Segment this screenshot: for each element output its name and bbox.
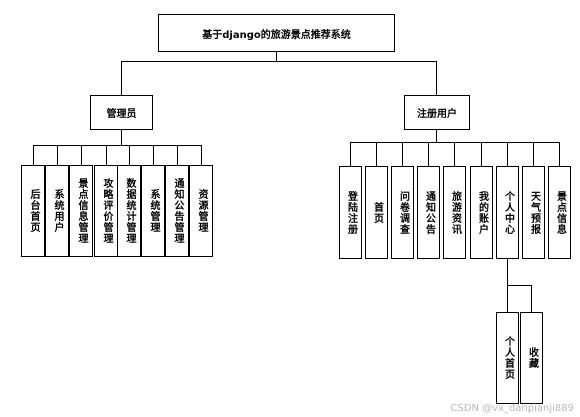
admin-module-label: 景点信息管理 bbox=[76, 178, 87, 244]
personal-center-sub-box: 收藏 bbox=[520, 312, 543, 404]
user-module-box: 天气预报 bbox=[522, 166, 545, 259]
admin-module-box: 后台首页 bbox=[21, 165, 45, 257]
admin-role-label: 管理员 bbox=[106, 109, 137, 120]
user-module-label: 问卷调查 bbox=[397, 190, 409, 235]
admin-module-box: 通知公告管理 bbox=[165, 165, 189, 257]
user-module-box: 景点信息 bbox=[548, 166, 571, 259]
admin-module-box: 系统管理 bbox=[141, 165, 165, 257]
user-module-label: 我的账户 bbox=[476, 190, 488, 235]
admin-module-label: 资源管理 bbox=[196, 189, 207, 233]
system-title: 基于django的旅游景点推荐系统 bbox=[202, 29, 351, 41]
admin-role-box: 管理员 bbox=[90, 95, 153, 130]
user-module-box: 个人中心 bbox=[496, 166, 519, 259]
user-module-label: 通知公告 bbox=[423, 190, 435, 235]
user-role-label: 注册用户 bbox=[417, 109, 457, 120]
admin-module-label: 通知公告管理 bbox=[172, 178, 183, 244]
user-module-label: 景点信息 bbox=[554, 190, 566, 235]
admin-module-box: 数据统计管理 bbox=[117, 165, 141, 257]
admin-module-box: 景点信息管理 bbox=[69, 165, 93, 257]
personal-center-sub-label: 个人首页 bbox=[502, 336, 514, 380]
user-module-box: 登陆注册 bbox=[339, 166, 362, 259]
user-role-box: 注册用户 bbox=[404, 95, 470, 130]
admin-module-box: 系统用户 bbox=[45, 165, 69, 257]
personal-center-sub-label: 收藏 bbox=[526, 347, 538, 369]
admin-module-label: 系统用户 bbox=[52, 189, 63, 233]
user-module-box: 问卷调查 bbox=[391, 166, 414, 259]
admin-module-box: 资源管理 bbox=[189, 165, 213, 257]
user-module-box: 通知公告 bbox=[417, 166, 440, 259]
admin-module-box: 攻略评价管理 bbox=[94, 165, 118, 257]
admin-module-label: 数据统计管理 bbox=[124, 178, 135, 244]
user-module-box: 我的账户 bbox=[470, 166, 493, 259]
user-module-label: 旅游资讯 bbox=[449, 190, 461, 235]
csdn-watermark: CSDN @vx_danpianji889 bbox=[450, 403, 574, 414]
user-module-label: 首页 bbox=[371, 201, 383, 224]
user-module-label: 天气预报 bbox=[528, 190, 540, 235]
system-title-box: 基于django的旅游景点推荐系统 bbox=[158, 14, 395, 52]
user-module-label: 个人中心 bbox=[502, 190, 514, 235]
admin-module-label: 攻略评价管理 bbox=[101, 178, 112, 244]
admin-module-label: 后台首页 bbox=[28, 189, 39, 233]
admin-module-label: 系统管理 bbox=[148, 189, 159, 233]
user-module-label: 登陆注册 bbox=[345, 190, 357, 235]
user-module-box: 首页 bbox=[365, 166, 388, 259]
user-module-box: 旅游资讯 bbox=[443, 166, 466, 259]
personal-center-sub-box: 个人首页 bbox=[496, 312, 519, 404]
